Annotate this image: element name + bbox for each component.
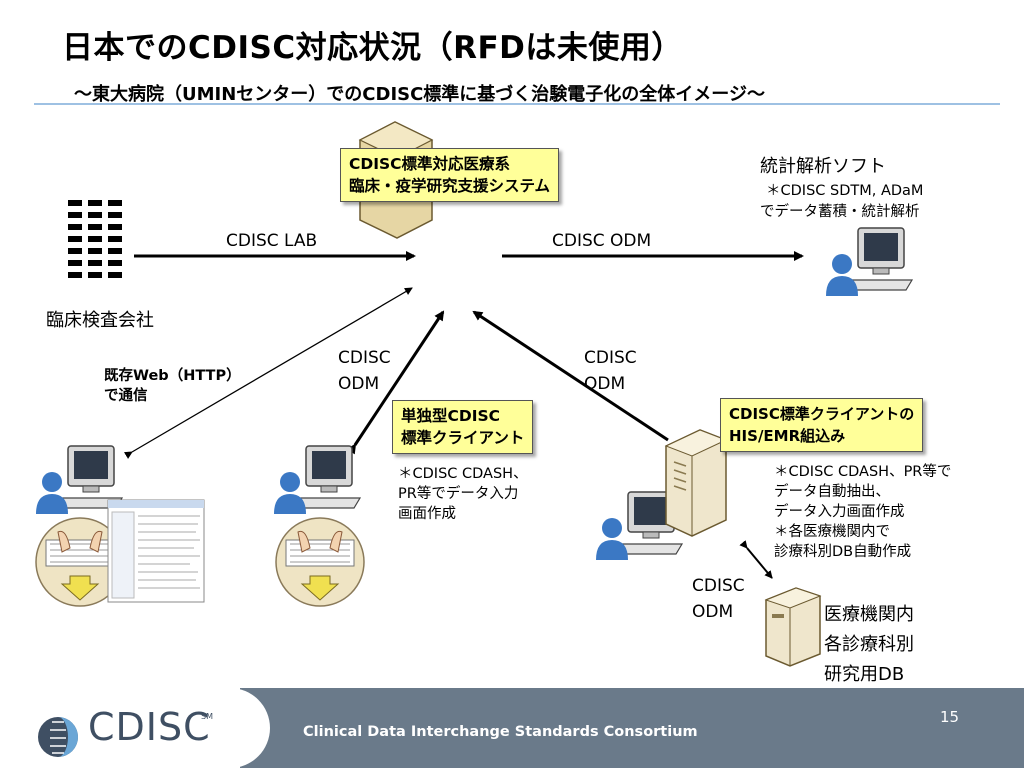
odm-db-label: CDISC ODM [692,573,745,625]
standalone-pc-icon [273,445,361,515]
arrow-odm-his [472,310,669,442]
cdisc-logo-mark [38,717,78,757]
stats-software-title: 統計解析ソフト [760,156,886,177]
footer-band [240,688,1024,768]
page-subtitle: 〜東大病院（UMINセンター）でのCDISC標準に基づく治験電子化の全体イメージ… [74,84,765,105]
web-comm-label: 既存Web（HTTP） で通信 [104,366,241,406]
his-emr-box: CDISC標準クライアントの HIS/EMR組込み [720,398,924,452]
building-icon [64,196,128,292]
odm-mid-label: CDISC ODM [584,345,637,397]
title-divider [34,103,1000,105]
his-note5: 診療科別DB自動作成 [774,544,912,560]
standalone-client-line2: 標準クライアント [401,429,525,447]
stats-pc-icon [825,227,913,297]
page-title: 日本でのCDISC対応状況（RFDは未使用） [62,30,683,66]
his-note1: ＊CDISC CDASH、PR等で [774,464,952,480]
stats-software-note1: ＊CDISC SDTM, ADaM [766,183,924,199]
his-note2: データ自動抽出、 [774,484,890,500]
odm-left-line2: ODM [338,374,380,394]
central-system-box: CDISC標準対応医療系 臨床・疫学研究支援システム [340,148,560,202]
central-system-line2: 臨床・疫学研究支援システム [349,177,551,195]
cdisc-odm-stats-label: CDISC ODM [552,231,652,251]
his-emr-line1: CDISC標準クライアントの [729,405,915,423]
data-entry-hands-icon [275,517,365,607]
cdisc-logo-text: CDISC [88,705,211,749]
his-emr-notes: ＊CDISC CDASH、PR等で データ自動抽出、 データ入力画面作成 ＊各医… [774,462,951,562]
research-db-line3: 研究用DB [824,664,905,685]
standalone-note2: PR等でデータ入力 [398,486,519,502]
his-server-icon [664,429,728,537]
web-comm-line2: で通信 [104,388,148,404]
standalone-note3: 画面作成 [398,506,456,522]
odm-mid-line1: CDISC [584,348,637,368]
research-db-label: 医療機関内 各診療科別 研究用DB [824,600,914,690]
cdisc-logo-sm: SM [201,712,213,721]
standalone-client-line1: 単独型CDISC [401,407,501,425]
footer-org-name: Clinical Data Interchange Standards Cons… [303,724,698,740]
research-db-server-icon [764,587,822,667]
odm-mid-line2: ODM [584,374,626,394]
page-number: 15 [940,708,960,726]
his-note4: ＊各医療機関内で [774,524,890,540]
lab-company-label: 臨床検査会社 [46,310,154,331]
research-db-line2: 各診療科別 [824,634,914,655]
his-emr-line2: HIS/EMR組込み [729,427,846,445]
standalone-client-notes: ＊CDISC CDASH、 PR等でデータ入力 画面作成 [398,464,528,524]
research-db-line1: 医療機関内 [824,604,914,625]
odm-db-line2: ODM [692,602,734,622]
odm-left-line1: CDISC [338,348,391,368]
arrow-odm-db [739,540,773,579]
standalone-client-box: 単独型CDISC 標準クライアント [392,400,534,454]
web-comm-line1: 既存Web（HTTP） [104,368,241,384]
odm-left-label: CDISC ODM [338,345,391,397]
odm-db-line1: CDISC [692,576,745,596]
his-note3: データ入力画面作成 [774,504,905,520]
cdisc-lab-label: CDISC LAB [226,231,318,251]
web-form-screenshot [107,499,205,603]
stats-software-note2: でデータ蓄積・統計解析 [760,204,920,220]
arrow-odm-standalone [346,310,445,455]
central-system-line1: CDISC標準対応医療系 [349,155,511,173]
standalone-note1: ＊CDISC CDASH、 [398,466,528,482]
